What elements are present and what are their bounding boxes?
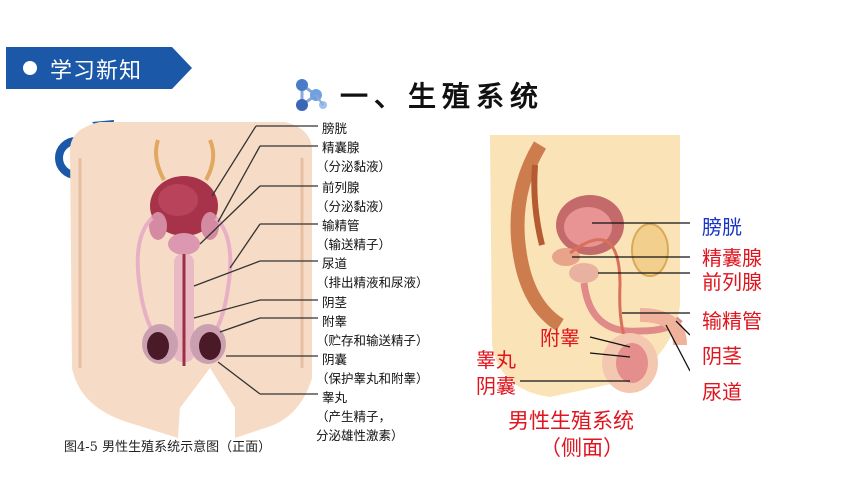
molecule-icon <box>296 79 327 111</box>
front-label-seminal-vesicle: 精囊腺 <box>322 140 360 155</box>
side-label-scrotum: 阴囊 <box>476 374 516 398</box>
side-label-vas-deferens: 输精管 <box>702 309 762 333</box>
front-label-vas-deferens-fn: （输送精子） <box>316 237 392 252</box>
front-label-vas-deferens: 输精管 <box>322 218 360 233</box>
side-figure-subtitle: （侧面） <box>540 436 624 460</box>
front-label-seminal-vesicle-fn: （分泌黏液） <box>316 159 392 174</box>
side-label-urethra: 尿道 <box>702 380 742 404</box>
front-label-testis-fn-2: 分泌雄性激素） <box>316 428 404 443</box>
side-label-epididymis: 附睾 <box>540 326 580 350</box>
side-figure-title: 男性生殖系统 <box>508 409 634 433</box>
side-label-testis: 睾丸 <box>476 348 516 372</box>
front-label-penis: 阴茎 <box>322 295 348 310</box>
front-label-epididymis: 附睾 <box>322 314 348 329</box>
front-label-scrotum: 阴囊 <box>322 352 348 367</box>
front-label-prostate: 前列腺 <box>322 180 360 195</box>
page-title: 一、生殖系统 <box>340 80 545 113</box>
side-view-figure <box>480 135 698 405</box>
side-label-penis: 阴茎 <box>702 344 742 368</box>
front-figure-caption: 图4-5 男性生殖系统示意图（正面） <box>64 440 272 455</box>
front-label-urethra: 尿道 <box>322 256 348 271</box>
section-badge: 学习新知 <box>6 47 192 89</box>
front-label-scrotum-fn: （保护睾丸和附睾） <box>316 371 429 386</box>
side-label-seminal-vesicle: 精囊腺 <box>702 246 762 270</box>
side-label-bladder: 膀胱 <box>702 215 742 239</box>
badge-label: 学习新知 <box>50 59 143 84</box>
front-label-epididymis-fn: （贮存和输送精子） <box>316 333 429 348</box>
side-view-illustration <box>490 135 698 397</box>
front-label-bladder: 膀胱 <box>322 121 348 136</box>
front-label-testis: 睾丸 <box>322 390 348 405</box>
front-label-urethra-fn: （排出精液和尿液） <box>316 275 429 290</box>
page-title-row: 一、生殖系统 <box>290 72 544 118</box>
front-label-testis-fn-1: （产生精子， <box>316 409 392 424</box>
side-label-prostate: 前列腺 <box>702 270 762 294</box>
badge-arrow-shape <box>6 47 192 89</box>
front-view-illustration <box>70 122 318 438</box>
front-view-figure: 膀胱 精囊腺 （分泌黏液） 前列腺 （分泌黏液） 输精管 （输送精子） 尿道 （… <box>60 118 465 466</box>
front-label-prostate-fn: （分泌黏液） <box>316 199 392 214</box>
bullet-circle-icon <box>23 61 37 75</box>
